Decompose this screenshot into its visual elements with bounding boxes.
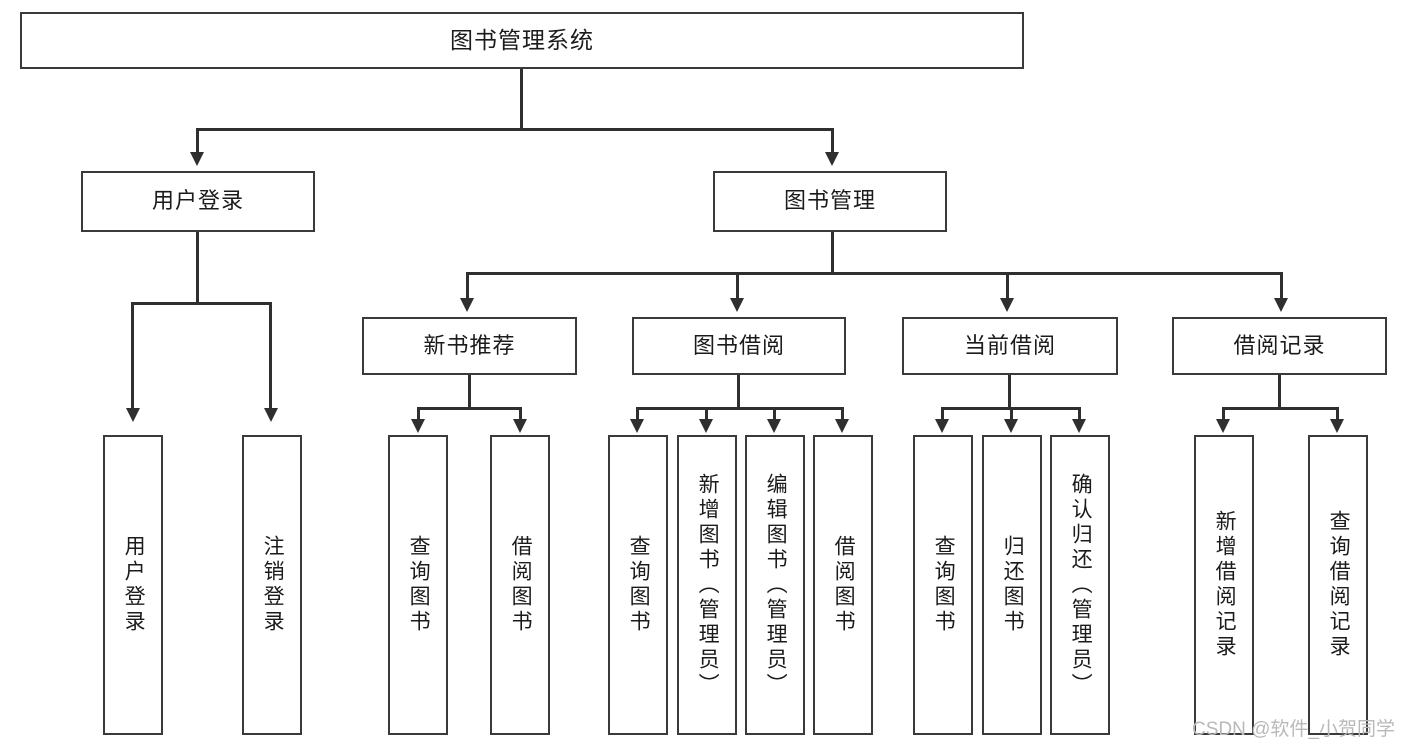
node-leaf-add-borrow-record[interactable]: 新增借阅记录 — [1194, 435, 1254, 735]
edge-user-login-to-leaf-1 — [131, 302, 134, 410]
arrow-book-mgmt-to-borrow — [730, 298, 744, 312]
node-current-borrowing[interactable]: 当前借阅 — [902, 317, 1118, 375]
arrow-current-to-leaf-2 — [1004, 419, 1018, 433]
node-label: 图书借阅 — [692, 332, 785, 358]
edge-current-stem — [1008, 375, 1011, 409]
edge-borrow-bus — [636, 407, 844, 410]
edge-user-login-to-leaf-2 — [269, 302, 272, 410]
node-label: 图书管理 — [783, 188, 876, 214]
node-leaf-return-books[interactable]: 归还图书 — [982, 435, 1042, 735]
edge-borrow-to-leaf-3 — [773, 407, 776, 421]
node-label: 新增图书（管理员） — [696, 472, 720, 698]
node-label: 借阅图书 — [832, 535, 856, 635]
node-leaf-confirm-return-admin[interactable]: 确认归还（管理员） — [1050, 435, 1110, 735]
arrow-book-mgmt-to-records — [1274, 298, 1288, 312]
node-label: 编辑图书（管理员） — [764, 472, 788, 698]
arrow-current-to-leaf-1 — [935, 419, 949, 433]
edge-records-to-leaf-2 — [1336, 407, 1339, 421]
edge-current-to-leaf-2 — [1010, 407, 1013, 421]
edge-book-mgmt-to-current — [1006, 272, 1009, 300]
node-label: 查询图书 — [627, 535, 651, 635]
edge-book-mgmt-to-records — [1280, 272, 1283, 300]
node-leaf-edit-book-admin[interactable]: 编辑图书（管理员） — [745, 435, 805, 735]
edge-new-books-to-leaf-2 — [519, 407, 522, 421]
node-leaf-add-book-admin[interactable]: 新增图书（管理员） — [677, 435, 737, 735]
arrow-current-to-leaf-3 — [1072, 419, 1086, 433]
node-book-management[interactable]: 图书管理 — [713, 171, 947, 232]
arrow-user-login-to-leaf-1 — [126, 408, 140, 422]
arrow-borrow-to-leaf-4 — [835, 419, 849, 433]
edge-user-login-bus — [131, 302, 272, 305]
arrow-new-books-to-leaf-1 — [411, 419, 425, 433]
arrow-borrow-to-leaf-1 — [630, 419, 644, 433]
node-leaf-query-books-current[interactable]: 查询图书 — [913, 435, 973, 735]
edge-new-books-stem — [468, 375, 471, 409]
edge-current-to-leaf-3 — [1078, 407, 1081, 421]
node-label: 新书推荐 — [423, 332, 516, 358]
node-leaf-borrow-books-new[interactable]: 借阅图书 — [490, 435, 550, 735]
arrow-records-to-leaf-2 — [1330, 419, 1344, 433]
node-label: 当前借阅 — [963, 332, 1056, 358]
edge-records-stem — [1278, 375, 1281, 409]
node-leaf-borrow-books[interactable]: 借阅图书 — [813, 435, 873, 735]
node-root-book-management-system[interactable]: 图书管理系统 — [20, 12, 1024, 69]
arrow-records-to-leaf-1 — [1216, 419, 1230, 433]
edge-user-login-stem — [196, 232, 199, 304]
edge-borrow-to-leaf-2 — [705, 407, 708, 421]
node-leaf-query-books-borrow[interactable]: 查询图书 — [608, 435, 668, 735]
node-label: 查询借阅记录 — [1327, 510, 1351, 660]
node-label: 用户登录 — [122, 535, 146, 635]
edge-new-books-bus — [417, 407, 522, 410]
edge-root-stem — [520, 68, 523, 130]
edge-book-mgmt-stem — [831, 232, 834, 274]
node-label: 新增借阅记录 — [1213, 510, 1237, 660]
node-borrowing-records[interactable]: 借阅记录 — [1172, 317, 1387, 375]
node-leaf-query-borrow-record[interactable]: 查询借阅记录 — [1308, 435, 1368, 735]
node-leaf-query-books-new[interactable]: 查询图书 — [388, 435, 448, 735]
arrow-root-to-user-login — [190, 152, 204, 166]
node-leaf-logout[interactable]: 注销登录 — [242, 435, 302, 735]
arrow-borrow-to-leaf-2 — [699, 419, 713, 433]
node-user-login[interactable]: 用户登录 — [81, 171, 315, 232]
edge-root-bus — [196, 128, 834, 131]
node-label: 注销登录 — [261, 535, 285, 635]
arrow-new-books-to-leaf-2 — [513, 419, 527, 433]
node-label: 查询图书 — [932, 535, 956, 635]
arrow-borrow-to-leaf-3 — [767, 419, 781, 433]
arrow-book-mgmt-to-new-books — [460, 298, 474, 312]
arrow-user-login-to-leaf-2 — [264, 408, 278, 422]
arrow-book-mgmt-to-current — [1000, 298, 1014, 312]
edge-records-to-leaf-1 — [1222, 407, 1225, 421]
node-leaf-user-login[interactable]: 用户登录 — [103, 435, 163, 735]
edge-borrow-to-leaf-4 — [841, 407, 844, 421]
edge-records-bus — [1222, 407, 1339, 410]
edge-borrow-to-leaf-1 — [636, 407, 639, 421]
edge-book-mgmt-to-new-books — [466, 272, 469, 300]
edge-current-to-leaf-1 — [941, 407, 944, 421]
edge-new-books-to-leaf-1 — [417, 407, 420, 421]
edge-root-to-user-login — [196, 128, 199, 154]
edge-root-to-book-mgmt — [831, 128, 834, 154]
node-label: 归还图书 — [1001, 535, 1025, 635]
node-label: 借阅记录 — [1233, 332, 1326, 358]
node-label: 图书管理系统 — [450, 26, 594, 53]
node-book-borrowing[interactable]: 图书借阅 — [632, 317, 846, 375]
node-label: 查询图书 — [407, 535, 431, 635]
edge-book-mgmt-bus — [466, 272, 1283, 275]
node-label: 借阅图书 — [509, 535, 533, 635]
arrow-root-to-book-mgmt — [825, 152, 839, 166]
edge-book-mgmt-to-borrow — [736, 272, 739, 300]
node-new-book-recommendation[interactable]: 新书推荐 — [362, 317, 577, 375]
node-label: 用户登录 — [151, 188, 244, 214]
edge-borrow-stem — [737, 375, 740, 409]
node-label: 确认归还（管理员） — [1069, 472, 1093, 698]
